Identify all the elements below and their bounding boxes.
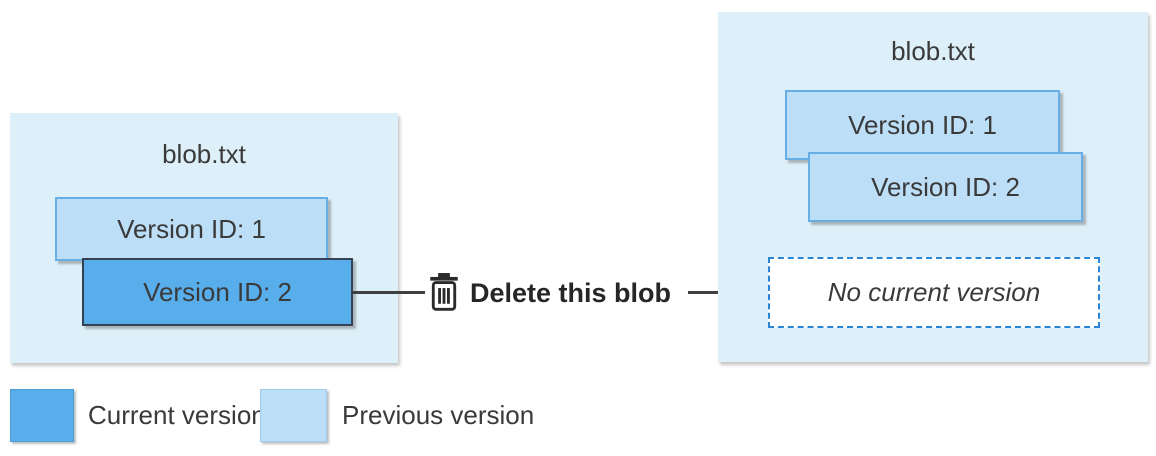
no-current-version-box: No current version <box>768 257 1100 328</box>
trash-icon <box>427 272 461 312</box>
after-version-1-box: Version ID: 1 <box>785 90 1060 160</box>
after-version-1-label: Version ID: 1 <box>848 109 997 140</box>
before-version-1-box: Version ID: 1 <box>55 197 328 261</box>
before-version-2-label: Version ID: 2 <box>143 276 292 307</box>
legend-current-version-swatch <box>10 389 74 442</box>
after-version-2-label: Version ID: 2 <box>871 171 1020 202</box>
legend-previous-version-label: Previous version <box>342 400 535 430</box>
legend-previous-version-swatch <box>260 389 327 442</box>
after-version-2-box: Version ID: 2 <box>808 152 1083 222</box>
blob-after-container: blob.txt Version ID: 1 Version ID: 2 No … <box>718 12 1148 362</box>
delete-action-label: Delete this blob <box>470 277 672 308</box>
blob-before-title: blob.txt <box>162 139 246 169</box>
legend-current-version-label: Current version <box>88 400 266 430</box>
no-current-version-label: No current version <box>827 277 1041 307</box>
before-version-2-box: Version ID: 2 <box>82 258 353 326</box>
blob-before-container: blob.txt Version ID: 1 Version ID: 2 <box>10 113 398 363</box>
before-version-1-label: Version ID: 1 <box>117 213 266 244</box>
blob-after-title: blob.txt <box>891 36 975 66</box>
connector-line-left <box>353 291 425 294</box>
